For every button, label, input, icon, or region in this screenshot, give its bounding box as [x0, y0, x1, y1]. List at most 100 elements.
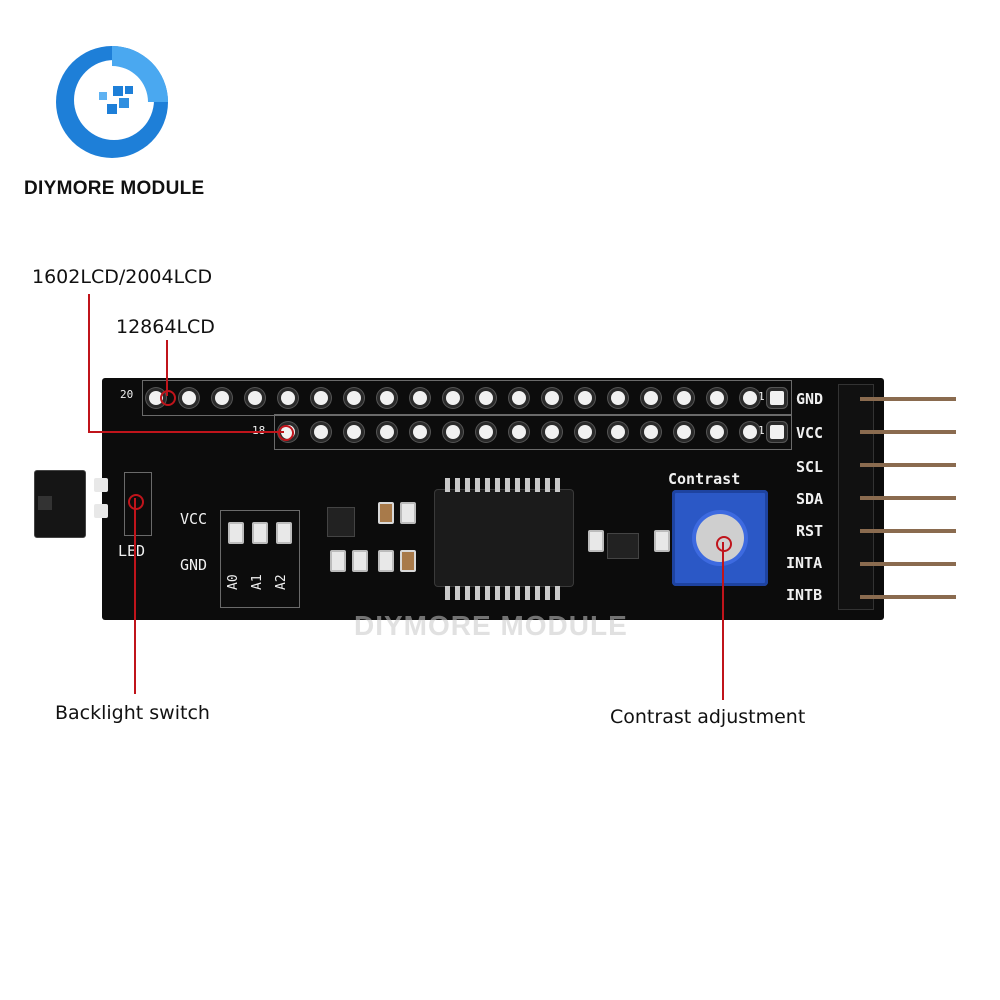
- header-hole: [446, 425, 460, 439]
- callout-backlight-switch: Backlight switch: [55, 702, 210, 724]
- top-row-end-label: 1: [758, 390, 765, 403]
- header-hole: [677, 391, 691, 405]
- lead-dot-icon: [128, 494, 144, 510]
- header-pin: [860, 562, 956, 566]
- brand-logo: [52, 42, 172, 162]
- header-pin: [860, 529, 956, 533]
- bottom-row-end-label: 1: [758, 424, 765, 437]
- header-hole: [314, 425, 328, 439]
- header-hole: [578, 425, 592, 439]
- header-hole: [578, 391, 592, 405]
- smd-capacitor: [400, 550, 416, 572]
- header-hole: [380, 425, 394, 439]
- header-hole: [545, 391, 559, 405]
- smd-resistor: [352, 550, 368, 572]
- header-hole: [149, 391, 163, 405]
- smd-resistor: [654, 530, 670, 552]
- address-frame: [220, 510, 300, 608]
- brand-name: DIYMORE MODULE: [24, 178, 205, 199]
- led-jumper-frame: [124, 472, 152, 536]
- header-hole: [215, 391, 229, 405]
- header-hole: [281, 391, 295, 405]
- pin-label-sda: SDA: [796, 490, 824, 508]
- power-label-gnd: GND: [180, 556, 208, 574]
- header-pin: [860, 397, 956, 401]
- backlight-jumper[interactable]: [34, 470, 112, 538]
- smd-resistor: [400, 502, 416, 524]
- io-expander-chip: [435, 490, 573, 586]
- smd-capacitor: [378, 502, 394, 524]
- lead-line-1602: [88, 431, 284, 433]
- smd-resistor: [588, 530, 604, 552]
- callout-contrast-adjustment: Contrast adjustment: [610, 706, 806, 728]
- smd-resistor: [378, 550, 394, 572]
- lead-dot-icon: [278, 425, 294, 441]
- header-hole: [710, 425, 724, 439]
- pin-label-inta: INTA: [786, 554, 823, 572]
- header-hole: [743, 425, 757, 439]
- lead-line-1602: [88, 294, 90, 432]
- led-label: LED: [118, 542, 146, 560]
- address-label-a1: A1: [250, 574, 265, 590]
- header-hole: [413, 391, 427, 405]
- header-hole: [644, 425, 658, 439]
- address-resistor: [252, 522, 268, 544]
- header-hole: [413, 425, 427, 439]
- header-pin: [860, 463, 956, 467]
- callout-12864-lcd: 12864LCD: [116, 316, 215, 338]
- callout-1602-2004-lcd: 1602LCD/2004LCD: [32, 266, 213, 288]
- header-hole: [710, 391, 724, 405]
- lead-line-contrast: [722, 542, 724, 700]
- header-hole: [512, 425, 526, 439]
- header-hole: [479, 425, 493, 439]
- header-hole: [677, 425, 691, 439]
- jumper-pin: [94, 478, 108, 492]
- pin-label-scl: SCL: [796, 458, 824, 476]
- brand-watermark: DIYMORE MODULE: [354, 610, 628, 641]
- header-hole: [545, 425, 559, 439]
- top-row-frame: [142, 380, 792, 416]
- header-hole: [380, 391, 394, 405]
- lead-line-12864: [166, 340, 168, 396]
- contrast-label: Contrast: [668, 470, 741, 488]
- header-hole: [347, 391, 361, 405]
- header-hole: [314, 391, 328, 405]
- pin-label-intb: INTB: [786, 586, 823, 604]
- header-hole: [182, 391, 196, 405]
- transistor: [328, 508, 354, 536]
- header-hole: [611, 425, 625, 439]
- lead-line-backlight: [134, 498, 136, 694]
- address-resistor: [228, 522, 244, 544]
- smd-resistor: [330, 550, 346, 572]
- header-pin: [860, 430, 956, 434]
- bottom-row-start-label: 18: [252, 424, 265, 437]
- header-pin: [860, 595, 956, 599]
- lead-dot-icon: [160, 390, 176, 406]
- lead-dot-icon: [716, 536, 732, 552]
- address-label-a2: A2: [274, 574, 289, 590]
- jumper-pin: [94, 504, 108, 518]
- top-row-start-label: 20: [120, 388, 134, 401]
- chip-top-legs: [445, 478, 565, 492]
- header-hole: [743, 391, 757, 405]
- header-hole: [446, 391, 460, 405]
- header-hole-pin1: [770, 391, 784, 405]
- header-hole: [512, 391, 526, 405]
- logo-mark-icon: [56, 46, 168, 158]
- chip-bottom-legs: [445, 586, 565, 600]
- header-hole: [248, 391, 262, 405]
- header-hole: [347, 425, 361, 439]
- address-resistor: [276, 522, 292, 544]
- header-hole-pin1: [770, 425, 784, 439]
- header-hole: [644, 391, 658, 405]
- sot-transistor: [608, 534, 638, 558]
- pin-label-rst: RST: [796, 522, 824, 540]
- address-label-a0: A0: [226, 574, 241, 590]
- header-hole: [479, 391, 493, 405]
- pin-label-vcc: VCC: [796, 424, 824, 442]
- jumper-latch: [38, 496, 52, 510]
- power-label-vcc: VCC: [180, 510, 208, 528]
- header-pin: [860, 496, 956, 500]
- header-hole: [611, 391, 625, 405]
- pin-label-gnd: GND: [796, 390, 824, 408]
